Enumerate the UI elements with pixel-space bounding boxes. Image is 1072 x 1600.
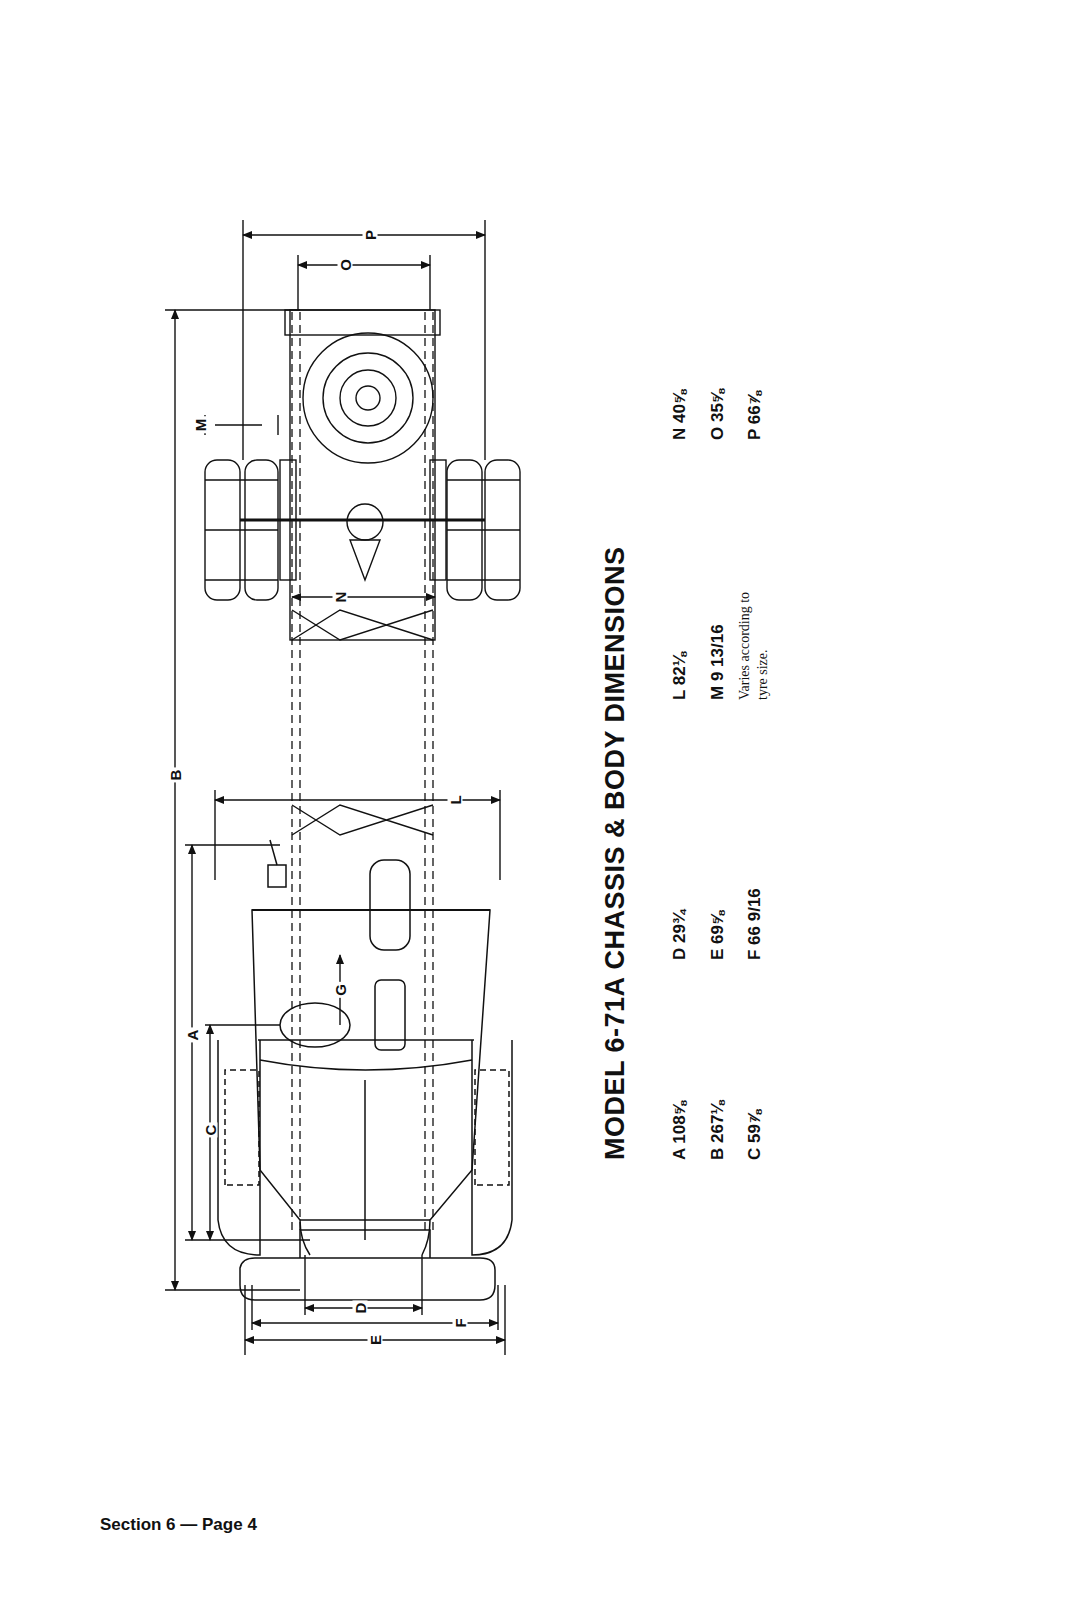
drawing-stroke bbox=[205, 529, 278, 530]
drawing-stroke bbox=[252, 909, 490, 911]
drawing-stroke bbox=[191, 845, 192, 1240]
dimension-letter: M bbox=[193, 417, 208, 434]
drawing-stroke bbox=[447, 579, 520, 580]
drawing-stroke bbox=[370, 860, 410, 950]
drawing-stroke bbox=[447, 529, 520, 530]
drawing-stroke bbox=[375, 980, 405, 1050]
dimension-value: O 35⅝ bbox=[708, 389, 728, 440]
drawing-stroke bbox=[364, 1080, 366, 1240]
dimension-letter: B bbox=[168, 768, 183, 783]
drawing-stroke bbox=[350, 540, 380, 580]
drawing-stroke bbox=[185, 844, 280, 845]
drawing-stroke bbox=[270, 840, 277, 865]
drawing-stroke bbox=[323, 353, 413, 443]
drawing-stroke bbox=[504, 1285, 505, 1355]
dimension-letter: L bbox=[448, 793, 463, 806]
drawing-stroke bbox=[497, 1285, 498, 1330]
drawing-stroke bbox=[240, 1258, 495, 1300]
drawing-stroke bbox=[214, 790, 215, 880]
chassis-members bbox=[205, 310, 520, 835]
dimension-letter: G bbox=[333, 982, 348, 998]
drawing-stroke bbox=[268, 865, 286, 887]
dimension-value: E 69⅝ bbox=[708, 911, 728, 960]
dimension-letter: N bbox=[333, 590, 348, 605]
drawing-stroke bbox=[424, 310, 425, 1230]
drawing-stroke bbox=[304, 1255, 305, 1315]
drawing-stroke bbox=[205, 479, 278, 480]
drawing-stroke bbox=[421, 1255, 422, 1315]
page-footer: Section 6 — Page 4 bbox=[100, 1515, 257, 1535]
dimension-value: M 9 13/16 bbox=[708, 624, 728, 700]
drawing-stroke bbox=[240, 519, 485, 522]
drawing-stroke bbox=[340, 370, 396, 426]
drawing-stroke bbox=[205, 1024, 280, 1025]
dimension-value: N 40⅝ bbox=[670, 390, 690, 440]
drawing-stroke bbox=[447, 479, 520, 480]
truck-outline bbox=[218, 840, 512, 1300]
rotated-sheet: MODEL 6-71A CHASSIS & BODY DIMENSIONS A 1… bbox=[160, 180, 800, 1380]
drawing-stroke bbox=[185, 1239, 310, 1240]
drawing-stroke bbox=[484, 220, 485, 460]
dimension-letter: E bbox=[368, 1333, 383, 1347]
drawing-stroke bbox=[242, 220, 243, 460]
drawing-stroke bbox=[244, 1285, 245, 1355]
drawing-stroke bbox=[290, 310, 435, 640]
drawing-stroke bbox=[303, 333, 433, 463]
drawing-stroke bbox=[297, 255, 298, 310]
drawing-stroke bbox=[292, 596, 435, 597]
page-title: MODEL 6-71A CHASSIS & BODY DIMENSIONS bbox=[600, 546, 631, 1160]
drawing-stroke bbox=[218, 1040, 260, 1255]
drawing-stroke bbox=[356, 386, 380, 410]
drawing-stroke bbox=[430, 460, 446, 580]
dimension-letter: D bbox=[353, 1301, 368, 1316]
dimension-value: C 59⅞ bbox=[745, 1110, 765, 1160]
dimension-lines bbox=[165, 220, 505, 1355]
drawing-stroke bbox=[285, 310, 440, 335]
drawing-stroke bbox=[165, 309, 300, 310]
drawing-stroke bbox=[252, 910, 490, 1255]
frame-rails bbox=[292, 310, 433, 1230]
dimension-value: P 66⅞ bbox=[745, 391, 765, 440]
dimension-letter: C bbox=[203, 1123, 218, 1138]
drawing-stroke bbox=[215, 424, 262, 425]
dimension-note: Varies according to tyre size. bbox=[736, 570, 772, 700]
drawing-stroke bbox=[292, 805, 433, 835]
dimension-value: F 66 9/16 bbox=[745, 888, 765, 960]
drawing-stroke bbox=[432, 310, 433, 1230]
dimension-letter: A bbox=[185, 1028, 200, 1043]
drawing-stroke bbox=[292, 610, 433, 640]
drawing-stroke bbox=[499, 790, 500, 880]
drawing-stroke bbox=[277, 415, 278, 435]
drawing-stroke bbox=[429, 255, 430, 310]
drawing-stroke bbox=[174, 310, 175, 1290]
drawing-stroke bbox=[347, 504, 383, 540]
dimension-value: L 82⅛ bbox=[670, 652, 690, 700]
dimension-letter: P bbox=[363, 228, 378, 242]
drawing-stroke bbox=[165, 1289, 300, 1290]
drawing-stroke bbox=[291, 310, 292, 1230]
drawing-stroke bbox=[251, 1285, 252, 1330]
dimension-value: A 108⅝ bbox=[670, 1101, 690, 1160]
drawing-stroke bbox=[280, 460, 296, 580]
chassis-drawing bbox=[160, 180, 800, 1380]
drawing-stroke bbox=[280, 1003, 350, 1047]
dimension-value: B 267⅛ bbox=[708, 1100, 728, 1160]
drawing-stroke bbox=[298, 264, 430, 265]
drawing-stroke bbox=[299, 310, 300, 1230]
drawing-stroke bbox=[225, 1070, 259, 1185]
dimension-value: D 29¾ bbox=[670, 910, 690, 960]
drawing-stroke bbox=[472, 1040, 512, 1255]
drawing-stroke bbox=[475, 1070, 509, 1185]
dimension-letter: O bbox=[338, 257, 353, 273]
dimension-letter: F bbox=[453, 1316, 468, 1329]
drawing-stroke bbox=[205, 579, 278, 580]
